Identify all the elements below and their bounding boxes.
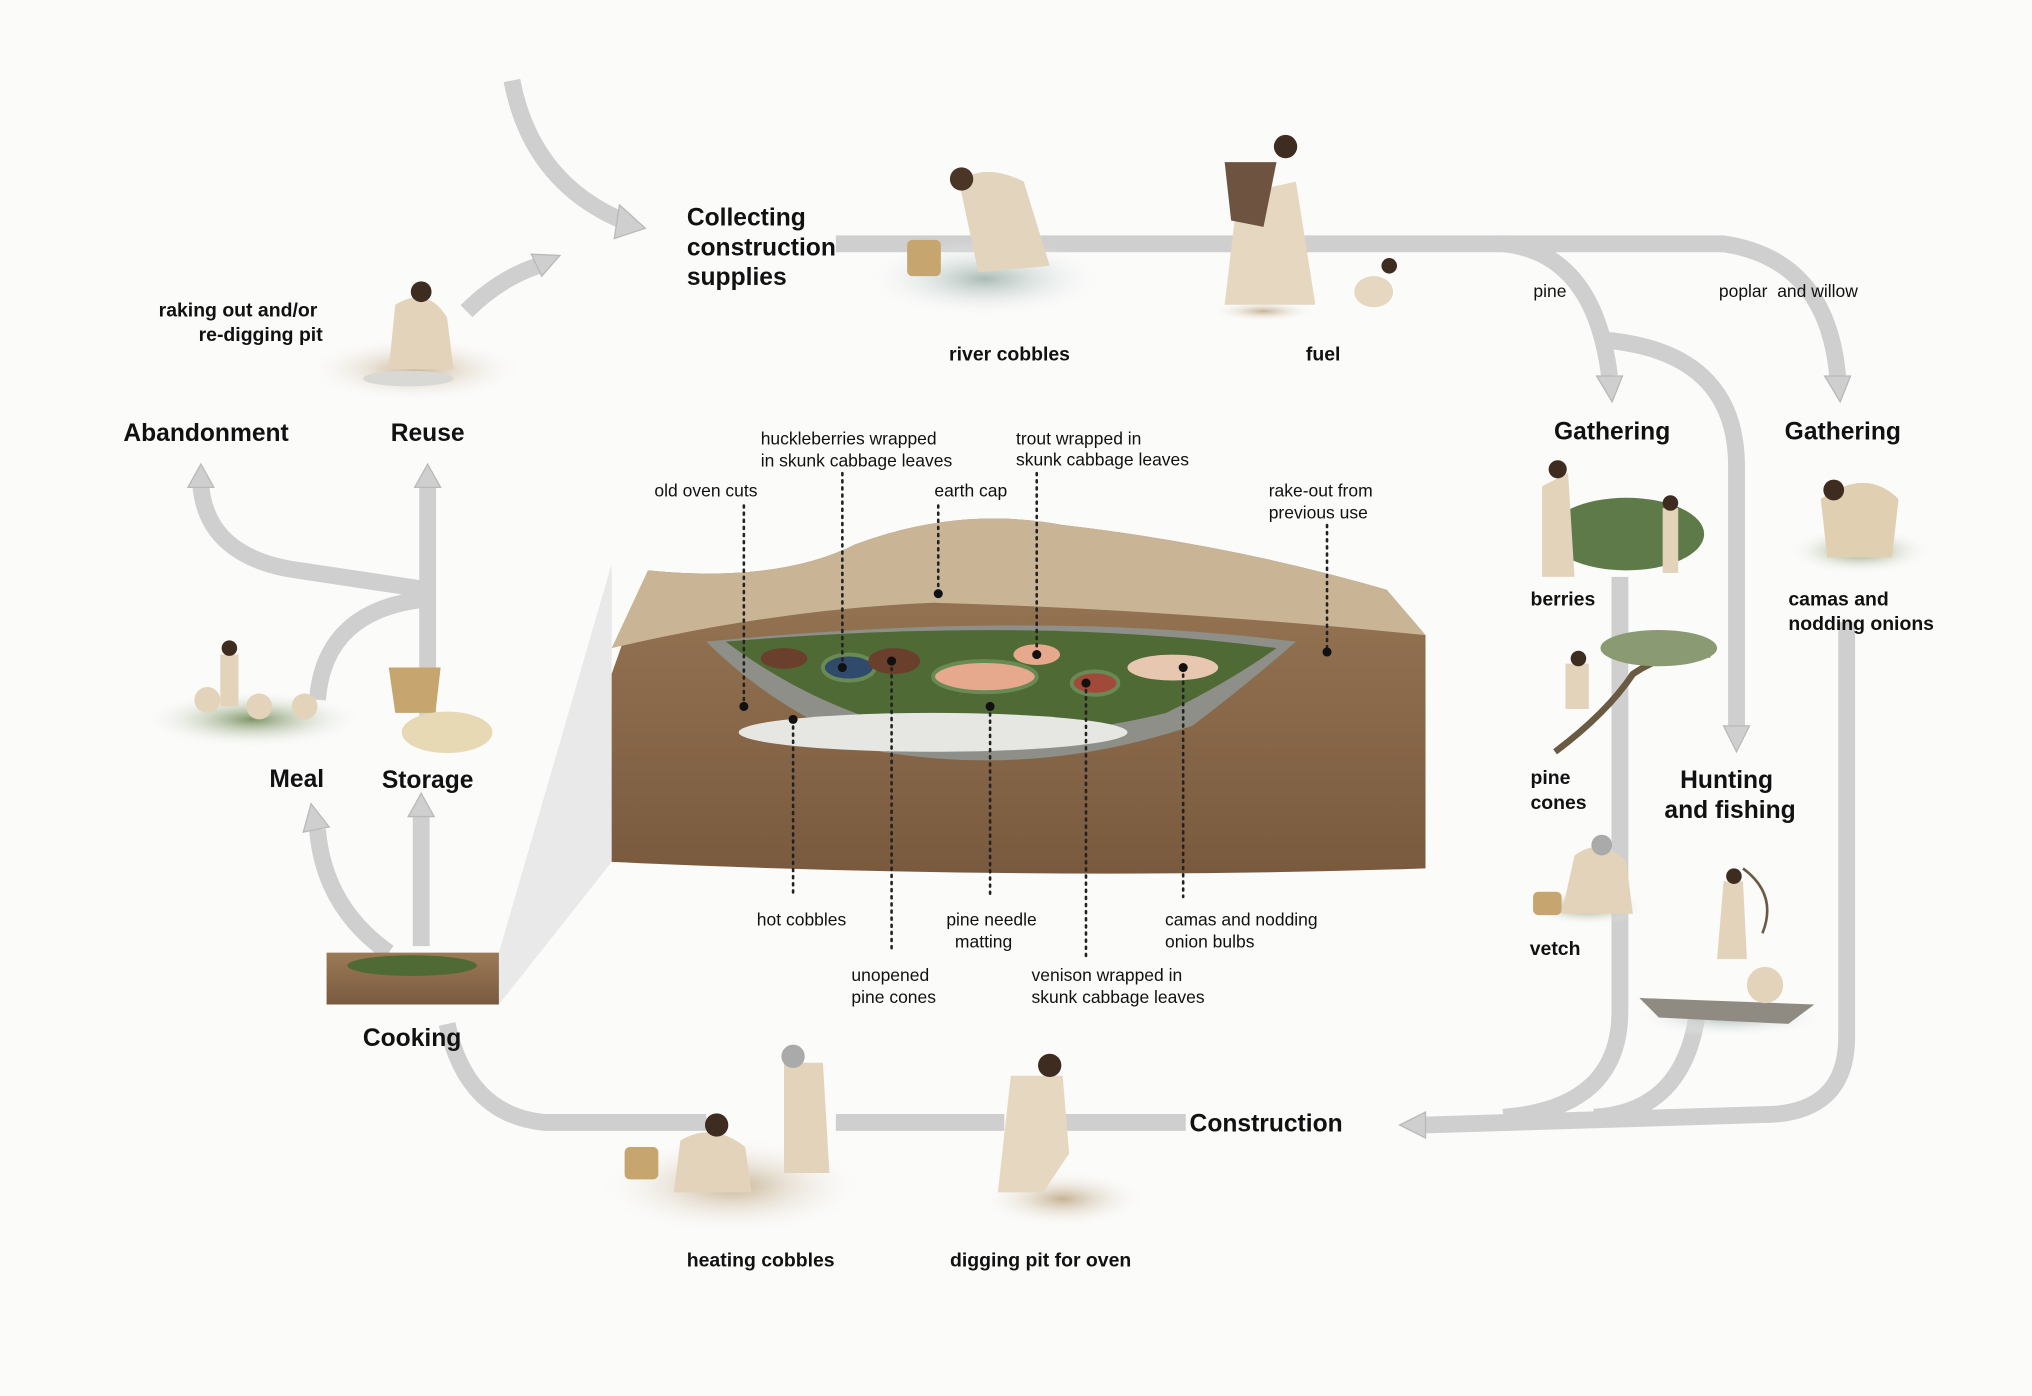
label-hot-cobbles: hot cobbles xyxy=(757,909,847,929)
scene-digging-pit xyxy=(978,1053,1147,1228)
label-pine-needle-matting: pine needle matting xyxy=(946,909,1041,951)
hot-cobbles-layer xyxy=(738,712,1128,752)
label-camas-bulbs: camas and nodding onion bulbs xyxy=(1165,909,1322,951)
label-digging-pit: digging pit for oven xyxy=(950,1249,1131,1271)
label-earth-cap: earth cap xyxy=(934,480,1007,500)
label-gathering-left: Gathering xyxy=(1554,418,1670,445)
scene-hunting-fishing xyxy=(1632,867,1828,1037)
cross-section-labels: old oven cuts huckleberries wrapped in s… xyxy=(654,429,1378,1008)
label-collecting: Collecting construction supplies xyxy=(687,205,843,292)
scene-berries xyxy=(1542,460,1705,577)
label-construction: Construction xyxy=(1190,1110,1343,1137)
label-unopened-cones: unopened pine cones xyxy=(851,965,936,1007)
scene-cooking-oven-thumbnail xyxy=(326,563,612,1005)
scene-meal xyxy=(142,640,363,748)
label-vetch: vetch xyxy=(1530,938,1581,960)
leader-lines xyxy=(739,471,1332,958)
label-reuse: Reuse xyxy=(391,420,465,447)
label-old-oven-cuts: old oven cuts xyxy=(654,480,757,500)
scene-pine-cones xyxy=(1553,629,1718,755)
label-cooking: Cooking xyxy=(363,1025,461,1052)
zoom-wedge xyxy=(498,563,612,1005)
cycle-labels: Collecting construction supplies river c… xyxy=(123,205,1934,1272)
scene-heating-cobbles xyxy=(596,1044,869,1236)
label-berries: berries xyxy=(1530,588,1595,610)
scene-river-cobbles xyxy=(861,167,1109,318)
scene-fuel xyxy=(1211,134,1397,322)
label-rake-out: rake-out from previous use xyxy=(1269,480,1378,522)
label-river-cobbles: river cobbles xyxy=(949,343,1070,365)
label-camas: camas and nodding onions xyxy=(1788,588,1934,635)
label-heating-cobbles: heating cobbles xyxy=(687,1249,835,1271)
scene-raking xyxy=(304,281,525,402)
label-trout: trout wrapped in skunk cabbage leaves xyxy=(1016,429,1189,470)
label-storage: Storage xyxy=(382,767,474,794)
label-huckleberries: huckleberries wrapped in skunk cabbage l… xyxy=(761,429,953,471)
label-fuel: fuel xyxy=(1306,343,1341,365)
scene-storage xyxy=(388,667,493,754)
label-raking: raking out and/or re-digging pit xyxy=(159,299,324,346)
label-pine: pine xyxy=(1533,281,1566,301)
scene-camas xyxy=(1788,479,1931,575)
label-gathering-right: Gathering xyxy=(1785,418,1901,445)
cycle-arrows xyxy=(186,78,1856,1140)
label-hunting-fishing: Hunting and fishing xyxy=(1664,767,1795,824)
earth-oven-cross-section xyxy=(611,518,1426,874)
scene-vetch xyxy=(1529,834,1646,926)
label-meal: Meal xyxy=(269,766,324,793)
label-poplar-willow: poplar and willow xyxy=(1719,281,1858,301)
label-abandonment: Abandonment xyxy=(123,420,288,447)
label-venison: venison wrapped in skunk cabbage leaves xyxy=(1032,965,1205,1007)
label-pine-cones: pine cones xyxy=(1530,767,1586,814)
